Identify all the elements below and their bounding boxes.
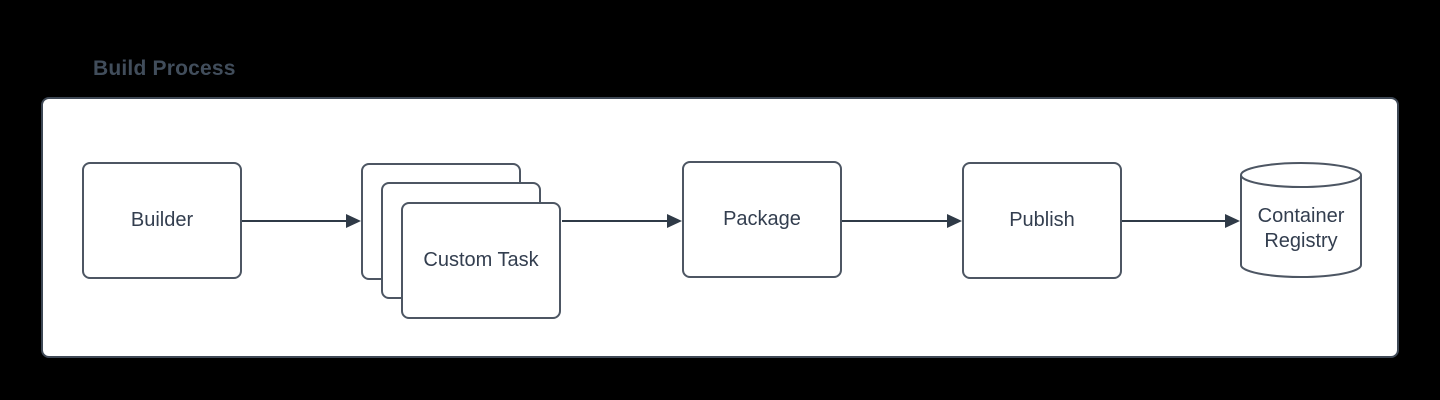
node-package[interactable]: Package (682, 161, 842, 278)
connector-publish-to-container-registry[interactable] (1122, 214, 1240, 228)
node-publish[interactable]: Publish (962, 162, 1122, 279)
arrowhead-icon (667, 214, 682, 228)
node-builder-label: Builder (130, 209, 194, 231)
node-custom-task-label: Custom Task (423, 249, 539, 271)
arrowhead-icon (1225, 214, 1240, 228)
diagram-title: Build Process (93, 57, 236, 80)
node-package-label: Package (723, 208, 801, 230)
cylinder-shape-icon (1240, 162, 1362, 278)
connector-builder-to-custom-task[interactable] (242, 214, 361, 228)
arrowhead-icon (346, 214, 361, 228)
node-publish-label: Publish (1009, 209, 1075, 231)
diagram-canvas: Builder Custom Task Custom Task Custom T… (41, 97, 1399, 358)
node-container-registry[interactable]: Container Registry (1240, 162, 1362, 278)
connector-custom-task-to-package[interactable] (562, 214, 682, 228)
arrowhead-icon (947, 214, 962, 228)
connector-package-to-publish[interactable] (842, 214, 962, 228)
node-container-registry-label: Container Registry (1257, 205, 1345, 252)
node-builder[interactable]: Builder (82, 162, 242, 279)
node-custom-task[interactable]: Custom Task (401, 202, 561, 319)
